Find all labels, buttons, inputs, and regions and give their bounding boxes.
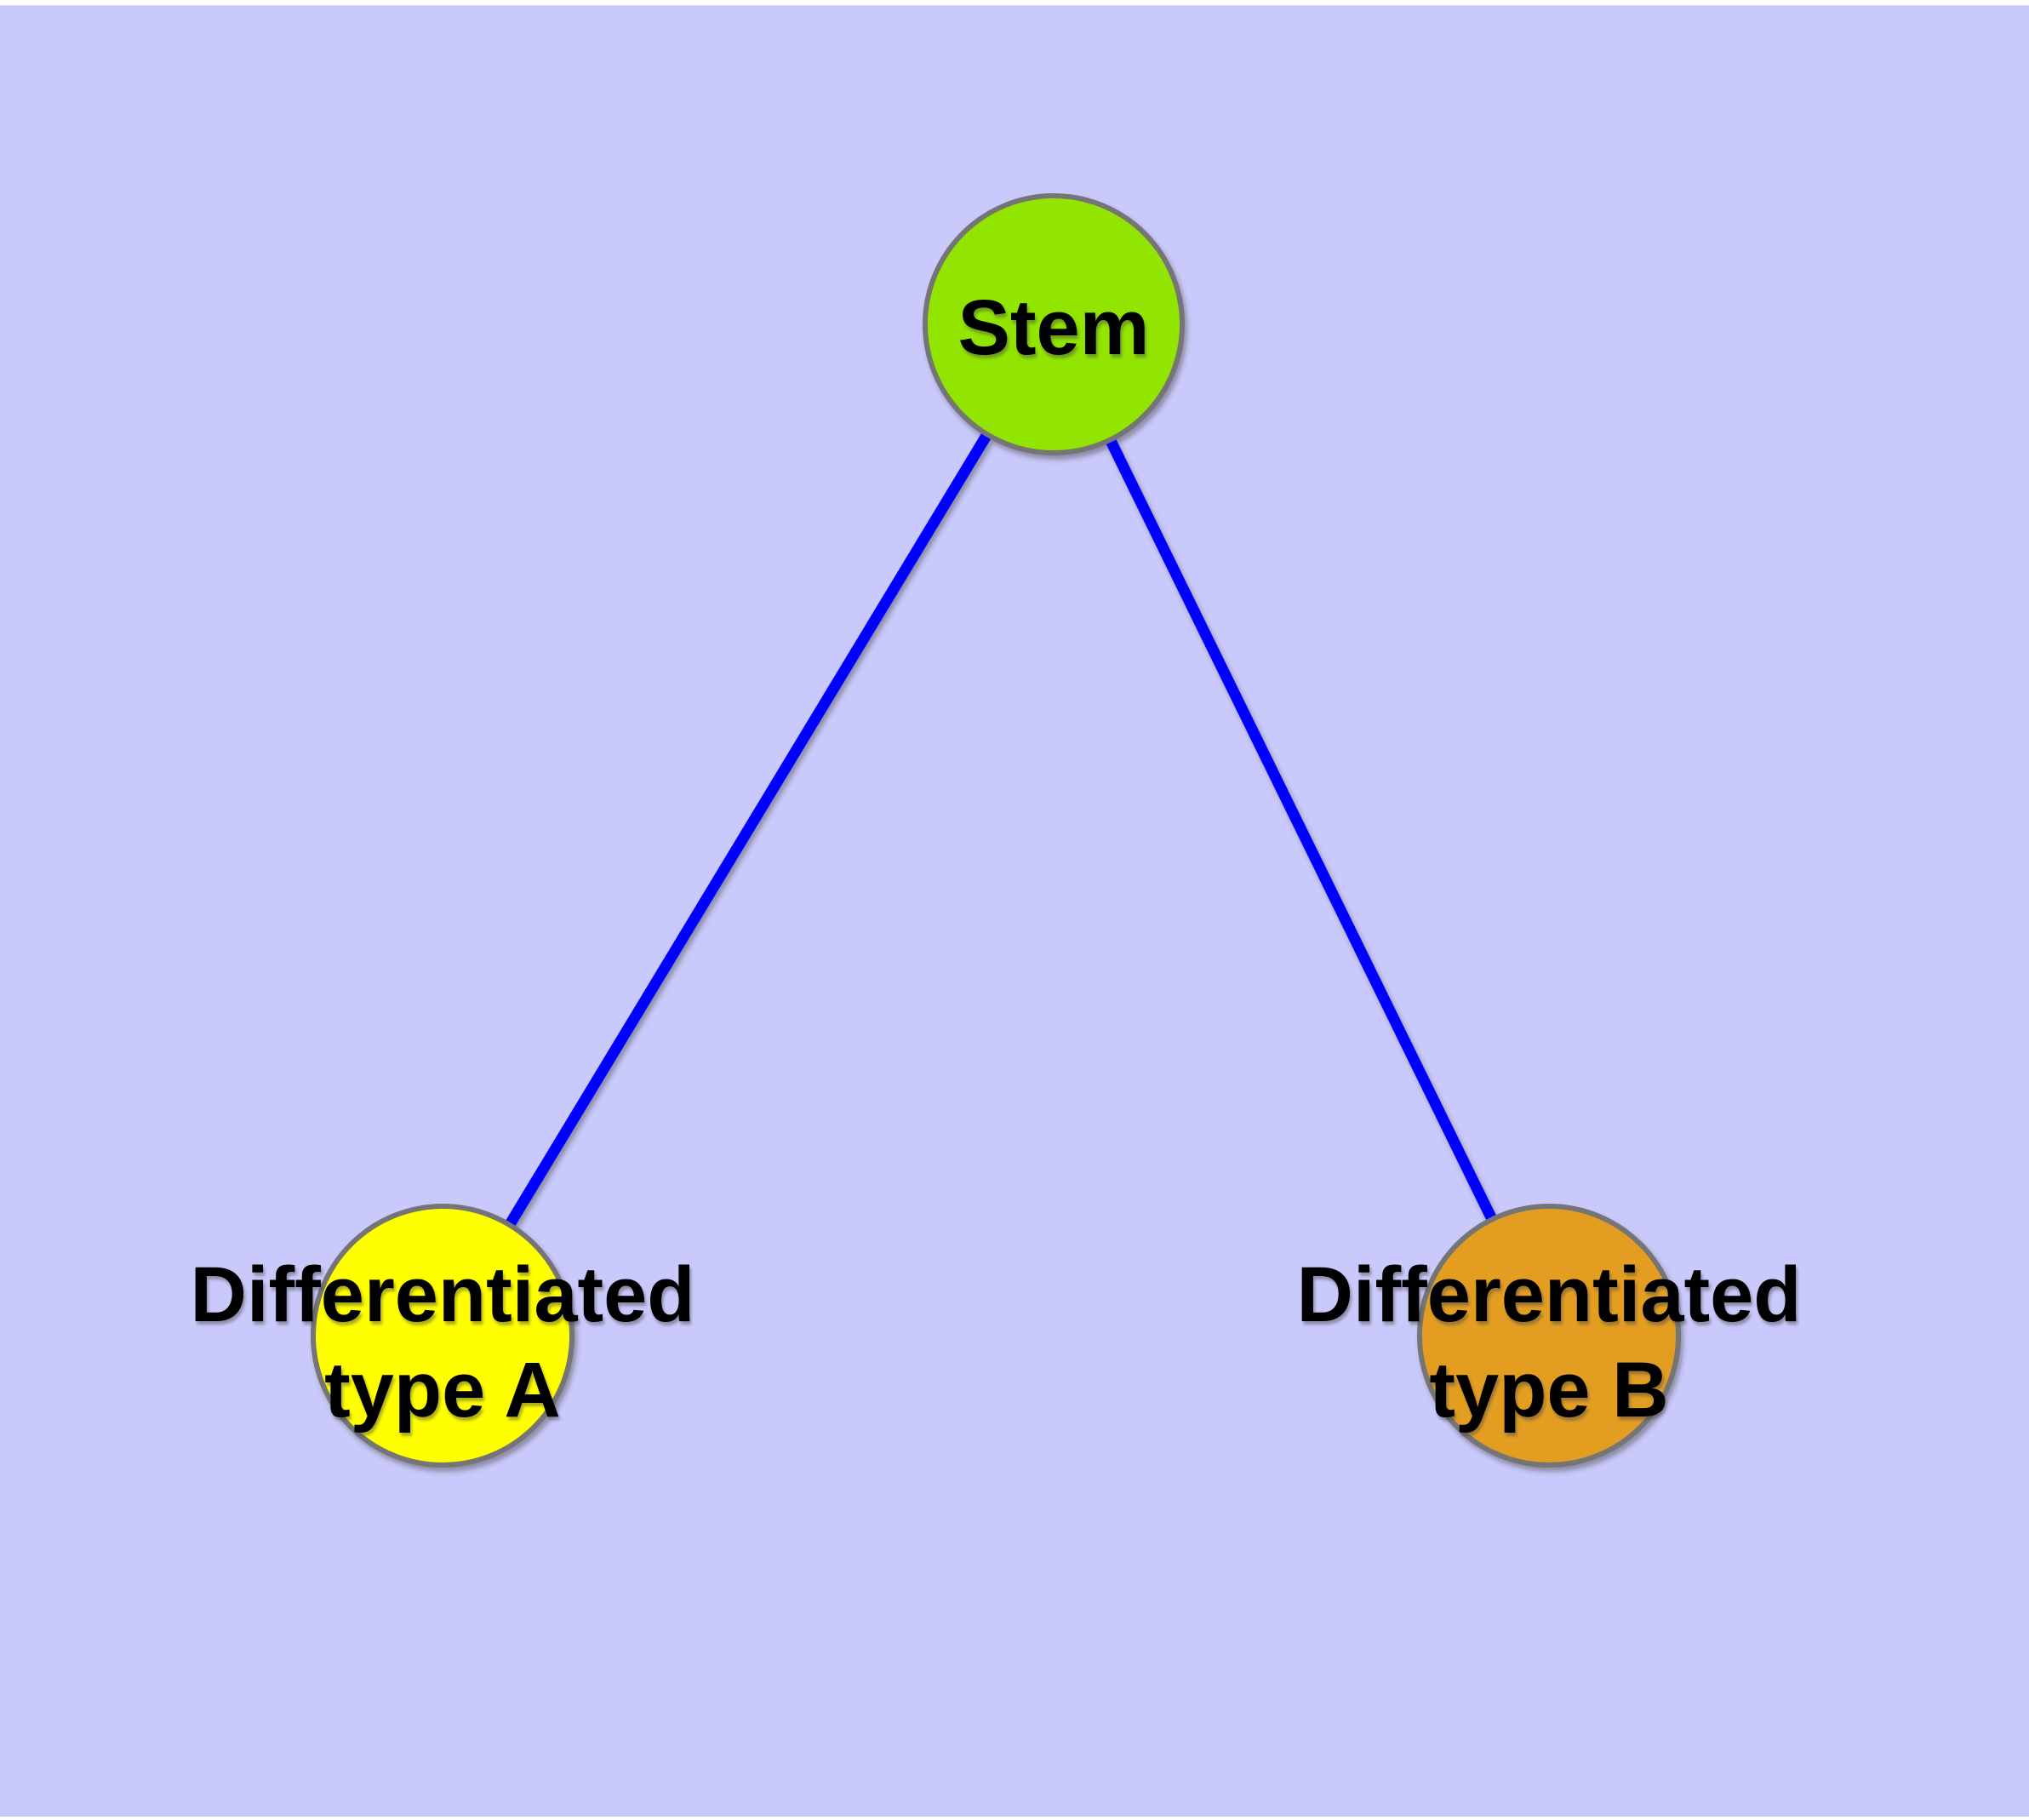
stem-node	[923, 193, 1185, 455]
edge-stem-to-type-a	[437, 321, 1059, 1339]
edge-stem-to-type-b	[1049, 322, 1554, 1338]
differentiated-type-a-node	[311, 1204, 574, 1468]
differentiation-tree-graph	[311, 193, 1681, 1468]
differentiated-type-b-node	[1417, 1204, 1681, 1468]
diagram-canvas: Stem Differentiated type A Differentiate…	[0, 5, 2029, 1817]
